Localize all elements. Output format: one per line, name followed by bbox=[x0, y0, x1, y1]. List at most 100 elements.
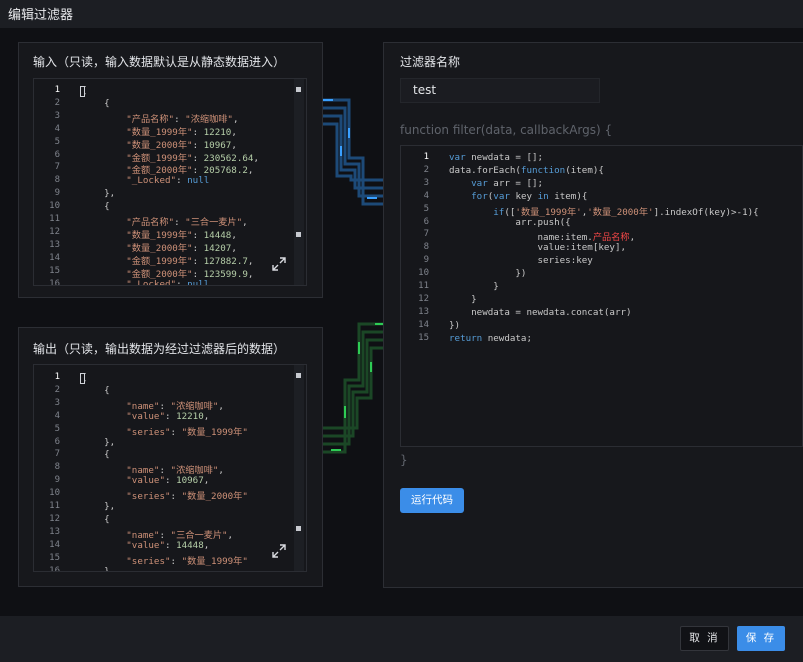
line-number: 8 bbox=[54, 462, 60, 473]
code-token: }, bbox=[82, 188, 116, 200]
code-token: "浓缩咖啡" bbox=[185, 113, 233, 125]
run-code-button[interactable]: 运行代码 bbox=[400, 488, 464, 513]
line-number: 11 bbox=[418, 281, 429, 291]
output-expand-icon[interactable] bbox=[271, 543, 287, 559]
code-token: : bbox=[159, 529, 171, 541]
output-scrollbar[interactable] bbox=[294, 365, 304, 571]
code-token: : bbox=[192, 229, 204, 241]
code-line: "数量_1999年": 14448, bbox=[82, 227, 237, 241]
code-line: newdata = newdata.concat(arr) bbox=[449, 307, 631, 318]
code-token: 205768.2 bbox=[203, 165, 248, 177]
code-line: { bbox=[82, 98, 110, 109]
input-scroll-thumb-top[interactable] bbox=[296, 87, 301, 92]
line-number: 3 bbox=[423, 177, 429, 188]
code-token: , bbox=[242, 217, 248, 228]
code-token: "数量_1999年" bbox=[181, 426, 248, 438]
cancel-button[interactable]: 取 消 bbox=[680, 626, 729, 651]
code-token: , bbox=[203, 539, 210, 551]
code-line: "金额_2000年": 123599.9, bbox=[82, 266, 253, 280]
code-line: "value": 14448, bbox=[82, 540, 209, 551]
code-token: function bbox=[520, 164, 566, 176]
code-token: : bbox=[159, 400, 171, 412]
code-line: "value": 10967, bbox=[82, 475, 209, 486]
code-token: : bbox=[174, 217, 186, 228]
line-number: 2 bbox=[423, 164, 429, 175]
line-number: 14 bbox=[49, 252, 60, 263]
code-token: "数量_2000年" bbox=[126, 242, 193, 254]
code-token: "金额_2000年" bbox=[126, 268, 193, 280]
code-token: 12210 bbox=[176, 410, 204, 422]
code-token: 123599.9 bbox=[203, 268, 248, 280]
code-line: }, bbox=[82, 501, 115, 512]
code-token: "series" bbox=[126, 426, 171, 438]
code-token bbox=[82, 411, 126, 422]
code-token: '数量_1999年' bbox=[515, 206, 582, 218]
line-number: 12 bbox=[49, 513, 60, 524]
filter-name-input[interactable]: test bbox=[400, 78, 600, 103]
output-scroll-thumb[interactable] bbox=[296, 526, 301, 531]
line-number: 2 bbox=[54, 97, 60, 108]
code-token: ( bbox=[487, 190, 494, 202]
dialog-title: 编辑过滤器 bbox=[8, 8, 74, 23]
save-button[interactable]: 保 存 bbox=[737, 626, 785, 651]
code-token: , bbox=[231, 126, 237, 138]
code-line: "name": "浓缩咖啡", bbox=[82, 398, 224, 412]
code-line: name:item.产品名称, bbox=[449, 229, 636, 243]
input-scrollbar[interactable] bbox=[294, 79, 304, 285]
code-line: "value": 12210, bbox=[82, 411, 209, 422]
code-token: , bbox=[218, 465, 224, 477]
code-line: }) bbox=[449, 320, 460, 331]
code-line: "金额_1999年": 127882.7, bbox=[82, 253, 253, 267]
code-token: data.forEach( bbox=[449, 164, 521, 176]
code-token bbox=[82, 540, 126, 551]
code-token: "数量_2000年" bbox=[181, 491, 248, 503]
line-number: 3 bbox=[54, 110, 60, 121]
line-number: 10 bbox=[418, 268, 429, 279]
code-line: "数量_1999年": 12210, bbox=[82, 124, 237, 138]
line-number: 16 bbox=[49, 278, 60, 286]
code-token: 10967 bbox=[176, 475, 204, 487]
code-token: "name" bbox=[126, 529, 160, 541]
code-line: }) bbox=[449, 268, 526, 279]
code-token: 12210 bbox=[203, 126, 232, 138]
code-token: : bbox=[170, 491, 182, 503]
code-token: }) bbox=[449, 268, 527, 280]
code-token: 230562.64 bbox=[203, 152, 254, 164]
line-number: 15 bbox=[418, 332, 429, 343]
code-token: : bbox=[192, 139, 204, 151]
code-line: } bbox=[449, 294, 477, 305]
input-panel-title: 输入（只读，输入数据默认是从静态数据进入） bbox=[33, 55, 286, 69]
code-line: if(['数量_1999年','数量_2000年'].indexOf(key)>… bbox=[449, 204, 758, 218]
code-line: "series": "数量_2000年" bbox=[82, 488, 248, 502]
line-number: 2 bbox=[54, 384, 60, 395]
code-token: "series" bbox=[126, 491, 171, 503]
line-number: 11 bbox=[49, 501, 60, 511]
code-token: , bbox=[227, 529, 234, 541]
line-number: 5 bbox=[54, 136, 60, 147]
code-token: 14448 bbox=[203, 229, 232, 241]
code-line: }, bbox=[82, 188, 115, 199]
code-token: value:item[key], bbox=[449, 242, 627, 254]
output-scroll-thumb-top[interactable] bbox=[296, 373, 301, 378]
code-token: , bbox=[581, 206, 588, 218]
code-token: : bbox=[165, 539, 177, 551]
input-scroll-thumb[interactable] bbox=[296, 232, 301, 237]
code-token: ([ bbox=[504, 206, 516, 218]
code-token: var bbox=[471, 177, 488, 189]
code-line: "产品名称": "浓缩咖啡", bbox=[82, 111, 238, 125]
input-connector-icon bbox=[323, 98, 385, 206]
code-token bbox=[82, 175, 126, 186]
code-token: var bbox=[449, 152, 466, 163]
code-token: : bbox=[165, 410, 177, 422]
line-number: 6 bbox=[423, 216, 429, 227]
code-token: : bbox=[159, 465, 171, 477]
code-line: "name": "三合一麦片", bbox=[82, 527, 233, 541]
code-token: "数量_1999年" bbox=[126, 126, 193, 138]
input-expand-icon[interactable] bbox=[271, 256, 287, 272]
code-line: { bbox=[82, 201, 110, 212]
code-line: }, bbox=[82, 437, 115, 448]
